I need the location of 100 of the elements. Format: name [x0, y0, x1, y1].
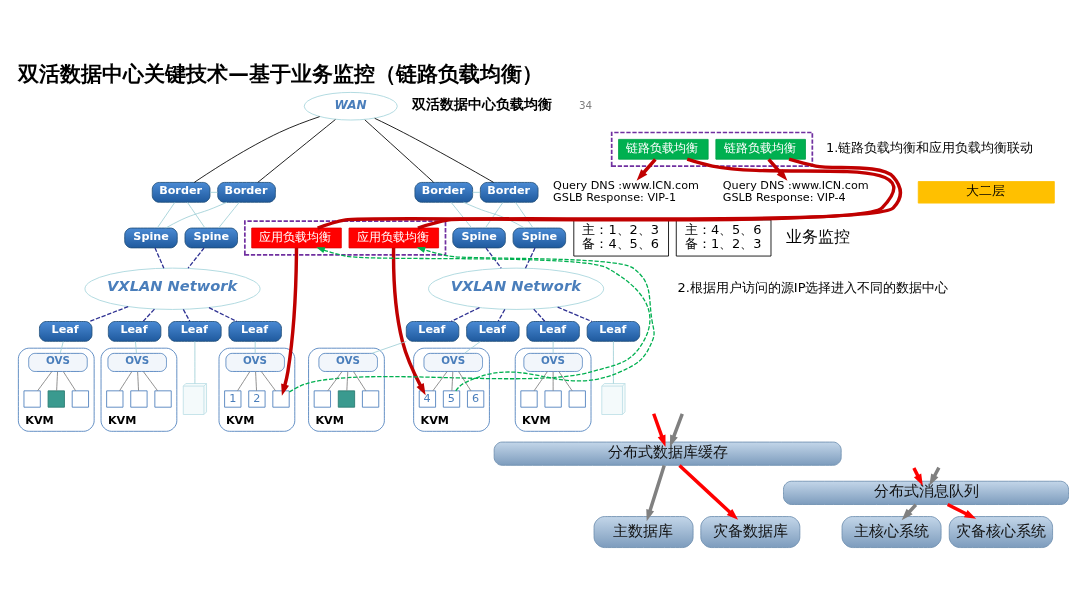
node-box: 主数据库: [593, 515, 694, 548]
arrow: [678, 463, 739, 520]
node-box: 5: [442, 389, 461, 408]
node-ellipse: WAN: [303, 91, 398, 120]
connector: [193, 115, 321, 183]
diagram-title: 双活数据中心关键技术—基于业务监控（链路负载均衡）: [18, 61, 544, 86]
connector: [485, 201, 504, 228]
connector: [137, 370, 139, 391]
node-box: [520, 389, 538, 408]
node-box: [130, 389, 148, 408]
node-box: [337, 389, 356, 408]
node-box: Spine: [452, 227, 506, 248]
connector: [417, 157, 902, 230]
node-box: OVS: [523, 352, 583, 372]
connector: [194, 340, 196, 384]
node-box: [361, 389, 380, 408]
node-box: 灾备数据库: [700, 515, 801, 548]
label: 34: [578, 98, 593, 111]
node-box: 主：4、5、6 备：1、2、3: [675, 218, 772, 256]
label: 业务监控: [786, 227, 851, 246]
connector: [451, 370, 454, 391]
node-ellipse: VXLAN Network: [84, 267, 261, 310]
connector: [533, 308, 546, 322]
arrow: [946, 502, 977, 519]
connector: [346, 370, 349, 391]
node-box: 链路负载均衡: [618, 138, 709, 160]
connector: [552, 340, 554, 354]
label: 2.根据用户访问的源IP选择进入不同的数据中心: [677, 279, 949, 295]
node-box: 主：1、2、3 备：4、5、6: [573, 218, 669, 256]
node-box: Leaf: [526, 320, 580, 342]
connector: [62, 370, 77, 391]
node-box: 分布式消息队列: [783, 480, 1069, 505]
connector: [255, 370, 257, 391]
connector: [59, 340, 64, 354]
node-box: 分布式数据库缓存: [493, 441, 842, 466]
connector: [143, 370, 158, 391]
connector: [37, 370, 53, 391]
node-box: Spine: [124, 227, 178, 248]
connector: [497, 308, 506, 322]
connector: [187, 246, 205, 269]
arrow: [652, 412, 666, 447]
arrow: [646, 464, 666, 521]
connector: [119, 370, 133, 391]
arrow: [391, 247, 426, 395]
node-box: [23, 389, 41, 408]
connector: [450, 306, 481, 322]
connector: [353, 370, 367, 391]
arrow: [288, 246, 651, 393]
connector: [317, 157, 895, 230]
connector: [56, 370, 58, 391]
connector: [374, 117, 494, 183]
node-box: 应用负载均衡: [348, 227, 440, 248]
connector: [364, 118, 434, 183]
connector: [254, 340, 256, 354]
node-box: 大二层: [917, 180, 1055, 204]
connector: [142, 308, 156, 322]
node-box: Spine: [184, 227, 238, 248]
node-box: Border: [479, 181, 539, 203]
connector: [533, 370, 548, 391]
node-box: [568, 389, 586, 408]
arrow: [901, 503, 918, 520]
node-box: Border: [151, 181, 211, 203]
connector: [237, 370, 251, 391]
cluster: [610, 131, 814, 167]
connector: [432, 370, 448, 391]
node-box: OVS: [107, 352, 167, 372]
node-box: Leaf: [168, 320, 222, 342]
node-ellipse: VXLAN Network: [428, 267, 605, 310]
connector: [165, 201, 228, 228]
connector: [557, 305, 593, 322]
node-box: Leaf: [405, 320, 460, 342]
connector: [485, 246, 502, 269]
connector: [327, 370, 343, 391]
node-box: [272, 389, 290, 408]
node-box: [47, 389, 65, 408]
node-box: OVS: [423, 352, 483, 372]
connector: [218, 201, 240, 228]
node-box: 1: [224, 389, 242, 408]
connector: [472, 191, 481, 193]
node-box: 2: [248, 389, 266, 408]
arrow: [416, 246, 655, 391]
label: 双活数据中心负载均衡: [411, 95, 552, 112]
arrow: [636, 157, 657, 181]
connector: [524, 246, 536, 269]
connector: [458, 370, 472, 391]
node-box: Spine: [512, 227, 567, 248]
label: 1.链路负载均衡和应用负载均衡联动: [826, 139, 1034, 155]
connector: [88, 305, 129, 322]
node-text: Query DNS :www.ICN.com GSLB Response: VIP-4: [722, 178, 869, 204]
arrow: [669, 412, 684, 447]
node-box: 应用负载均衡: [251, 227, 342, 248]
connector: [558, 370, 573, 391]
connector: [257, 118, 336, 183]
connector: [261, 370, 276, 391]
node-box: [106, 389, 124, 408]
connector: [156, 201, 176, 228]
connector: [154, 246, 165, 269]
node-text: Query DNS :www.ICN.com GSLB Response: VIP-1: [553, 178, 700, 204]
node-box: OVS: [318, 352, 378, 372]
node-box: Leaf: [586, 320, 641, 342]
